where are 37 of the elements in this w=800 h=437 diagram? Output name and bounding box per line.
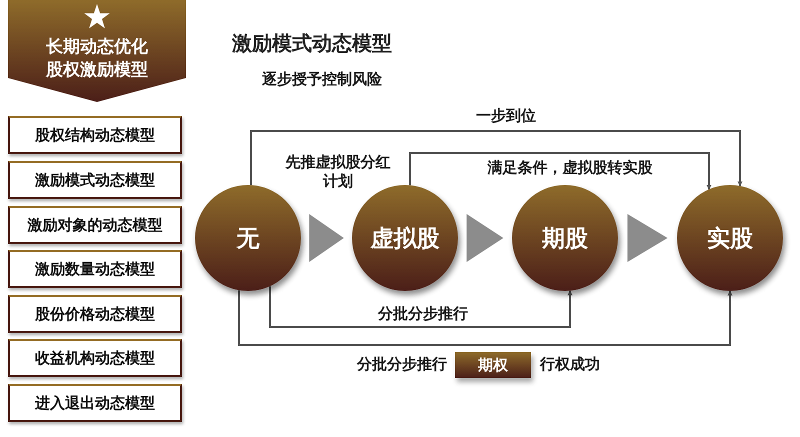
arrow <box>269 286 572 328</box>
model-label: 股权结构动态模型 <box>35 126 155 144</box>
model-label: 激励模式动态模型 <box>35 170 155 190</box>
title: 激励模式动态模型 <box>232 30 392 57</box>
option-tag <box>455 352 531 378</box>
chevron-arrow <box>627 214 668 262</box>
banner <box>8 0 186 102</box>
model-box <box>8 161 182 199</box>
stage-label: 期股 <box>542 224 588 254</box>
model-label: 激励对象的动态模型 <box>28 216 162 234</box>
stage-label: 虚拟股 <box>370 224 440 254</box>
model-box <box>8 206 182 244</box>
note-text: 先推虚拟股分红计划 <box>284 153 392 190</box>
model-label: 收益机构动态模型 <box>35 348 155 368</box>
stage-label: 无 <box>236 224 260 254</box>
model-box <box>8 295 182 333</box>
edge-label: 满足条件，虚拟股转实股 <box>484 158 656 178</box>
model-box <box>8 116 182 154</box>
model-label: 进入退出动态模型 <box>35 394 155 412</box>
chevron-arrow <box>466 214 504 262</box>
subtitle: 逐步授予控制风险 <box>262 70 382 89</box>
model-box <box>8 250 182 288</box>
edge-label: 一步到位 <box>473 106 539 126</box>
side-text: 行权成功 <box>540 355 600 374</box>
banner-title: 长期动态优化股权激励模型 <box>44 36 149 82</box>
side-text: 分批分步推行 <box>357 355 447 374</box>
arrow <box>409 152 712 190</box>
arrow <box>250 130 742 186</box>
model-label: 激励数量动态模型 <box>35 260 155 278</box>
arrow <box>238 290 732 346</box>
model-box <box>8 339 182 377</box>
stage-label: 实股 <box>707 224 753 254</box>
edge-label: 分批分步推行 <box>375 304 471 324</box>
model-box <box>8 384 182 422</box>
tag-label: 期权 <box>478 356 508 374</box>
chevron-arrow <box>309 214 344 262</box>
model-label: 股份价格动态模型 <box>35 304 155 324</box>
